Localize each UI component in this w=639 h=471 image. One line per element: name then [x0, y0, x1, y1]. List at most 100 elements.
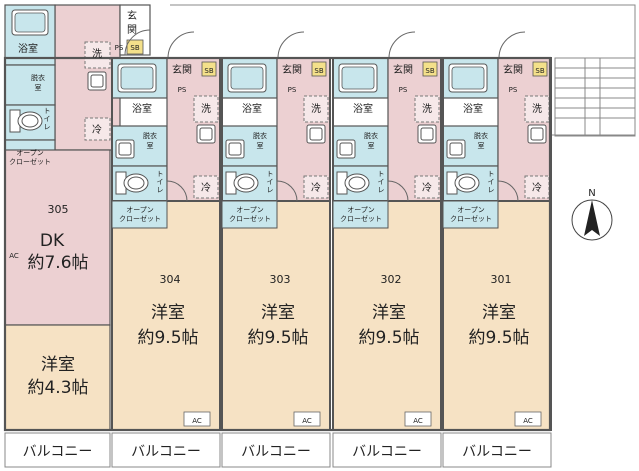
bath-label: 浴室 [353, 102, 373, 115]
unit-number: 303 [270, 273, 291, 286]
door-swing-icon [387, 180, 409, 202]
washer-label: 洗 [201, 103, 211, 115]
ac-box [183, 411, 211, 427]
dressing-label-1: 脱衣 [31, 73, 45, 82]
dressing-label-2: 室 [147, 141, 154, 150]
dressing-label-2: 室 [368, 141, 375, 150]
fridge-icon [303, 175, 329, 199]
balcony-305 [4, 432, 111, 468]
toilet-label: トイレ [488, 170, 495, 194]
closet-label-2: クローゼット [229, 214, 271, 223]
bathtub-icon [11, 9, 49, 36]
bath-label: 浴室 [242, 102, 262, 115]
washer-label: 洗 [532, 103, 542, 115]
closet-label-2: クローゼット [9, 157, 51, 166]
ps-label: PS [178, 86, 187, 94]
sink-icon [417, 124, 437, 144]
sink-icon [446, 139, 466, 159]
toilet-label: トイレ [44, 107, 51, 131]
fridge-icon [84, 117, 111, 141]
closet-label-1: オープン [236, 206, 264, 214]
building-outline [3, 56, 552, 432]
bathtub-icon [117, 63, 157, 93]
balcony-302 [332, 432, 442, 468]
ps-label: PS [509, 86, 518, 94]
sub-room-type: 洋室 [41, 355, 75, 375]
sink-icon [87, 71, 107, 91]
balcony-label: バルコニー [352, 444, 422, 460]
toilet-label: トイレ [378, 170, 385, 194]
unit-number: 301 [491, 273, 512, 286]
svg-text:ト: ト [44, 107, 51, 115]
svg-text:ト: ト [378, 170, 385, 178]
svg-text:レ: レ [378, 186, 385, 194]
bathtub-icon [338, 63, 378, 93]
sink-icon [527, 124, 547, 144]
sink-icon [336, 139, 356, 159]
fridge-icon [193, 175, 219, 199]
room-size: 約9.5帖 [137, 328, 198, 348]
room-size: 約9.5帖 [358, 328, 419, 348]
sb-label: SB [130, 44, 139, 52]
balcony-area [111, 432, 221, 468]
ac-label: AC [302, 417, 312, 425]
closet-label-2: クローゼット [340, 214, 382, 223]
svg-text:イ: イ [267, 178, 274, 186]
main-room [332, 200, 442, 431]
dressing-room [4, 64, 56, 106]
unit-number: 302 [381, 273, 402, 286]
sb-label: SB [535, 67, 544, 75]
balcony-304 [111, 432, 221, 468]
washer-icon [303, 95, 329, 123]
balcony-area [332, 432, 442, 468]
washer-icon [414, 95, 440, 123]
unit-302 [332, 57, 442, 431]
toilet-icon [336, 171, 370, 195]
room-size: 約7.6帖 [27, 253, 88, 273]
ps-label: PS [399, 86, 408, 94]
closet-label-1: オープン [16, 149, 44, 157]
balcony-label: バルコニー [462, 444, 532, 460]
dk-room [4, 149, 111, 326]
entrance-label-1: 玄 [127, 9, 137, 22]
sink-icon [306, 124, 326, 144]
sb-box [532, 61, 548, 77]
door-swing-icon [124, 29, 151, 56]
svg-text:レ: レ [267, 186, 274, 194]
north-arrow-icon: N [571, 188, 613, 241]
fridge-label: 冷 [92, 123, 102, 136]
entrance-label: 玄関 [503, 63, 523, 76]
svg-text:ト: ト [157, 170, 164, 178]
unit-number: 304 [160, 273, 181, 286]
sink-icon [196, 124, 216, 144]
ac-box [293, 411, 321, 427]
door-swing-icon [388, 31, 416, 59]
toilet-icon [115, 171, 149, 195]
dressing-label-1: 脱衣 [143, 131, 157, 140]
room-type: 洋室 [151, 303, 185, 323]
svg-text:レ: レ [44, 123, 51, 131]
unit-305 [4, 4, 151, 431]
svg-text:イ: イ [378, 178, 385, 186]
room-type: 洋室 [482, 303, 516, 323]
stair-icon [170, 4, 636, 137]
dressing-label-1: 脱衣 [253, 131, 267, 140]
room-size: 約9.5帖 [468, 328, 529, 348]
closet-area [111, 200, 168, 229]
washer-label: 洗 [311, 103, 321, 115]
balcony-label: バルコニー [131, 444, 201, 460]
washer-icon [524, 95, 550, 123]
ac-label: AC [413, 417, 423, 425]
sub-room-size: 約4.3帖 [27, 378, 88, 398]
door-swing-icon [498, 31, 526, 59]
balcony-label: バルコニー [23, 444, 93, 460]
room-type: 洋室 [261, 303, 295, 323]
svg-text:イ: イ [488, 178, 495, 186]
closet-label-1: オープン [126, 206, 154, 214]
ac-label: AC [9, 252, 19, 260]
toilet-icon [9, 109, 43, 133]
entrance-label: 玄関 [393, 63, 413, 76]
bathtub-icon [227, 63, 267, 93]
room-size: 約9.5帖 [247, 328, 308, 348]
